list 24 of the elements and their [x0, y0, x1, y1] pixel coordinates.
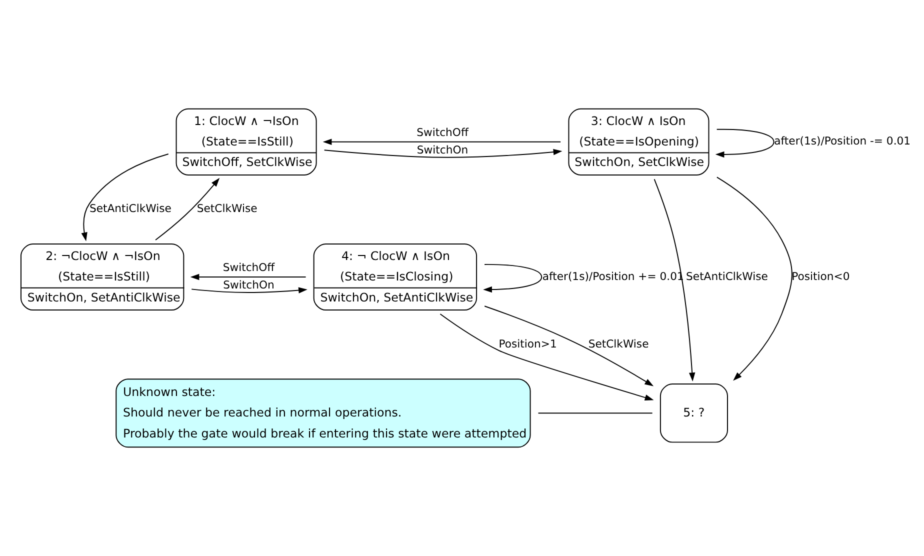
edge-label: SwitchOn — [416, 144, 468, 157]
arrow — [715, 128, 774, 158]
arrow — [322, 138, 562, 146]
arrow — [483, 264, 542, 293]
arrow — [716, 176, 792, 381]
arrow — [190, 274, 306, 280]
edge-label: SetClkWise — [588, 337, 649, 350]
arrow — [81, 153, 169, 242]
arrow — [155, 178, 220, 240]
arrow — [191, 287, 308, 294]
edge-label: Position<0 — [792, 270, 850, 283]
edge-label: SetAntiClkWise — [89, 202, 172, 216]
edge-label: SetClkWise — [196, 202, 258, 216]
edge-label: SetAntiClkWise — [686, 270, 768, 283]
edge-label: after(1s)/Position -= 0.01 — [774, 134, 911, 148]
edge-label: SwitchOff — [416, 126, 468, 139]
arrow — [324, 148, 562, 158]
edge-label: SwitchOff — [222, 260, 275, 274]
arrow — [440, 314, 654, 401]
arrow — [484, 306, 654, 386]
edge-label: SwitchOn — [223, 278, 274, 292]
connector — [538, 412, 653, 414]
arrow — [654, 178, 696, 382]
edge-label: Position>1 — [498, 337, 557, 350]
